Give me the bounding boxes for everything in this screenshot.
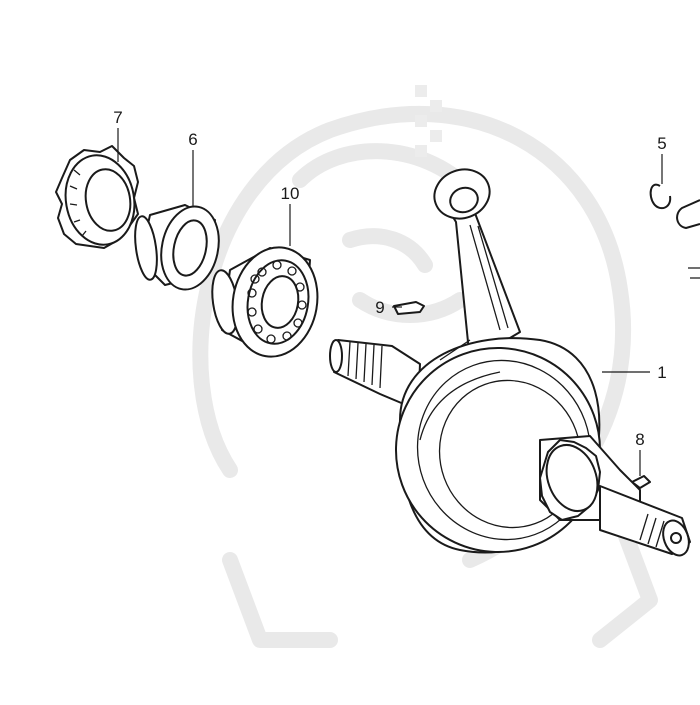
- woodruff-key-part[interactable]: [393, 301, 425, 315]
- bushing-part[interactable]: [132, 201, 226, 295]
- piston-pin-part[interactable]: [676, 199, 700, 279]
- ball-bearing-part[interactable]: [209, 241, 326, 364]
- callout-10: 10: [281, 184, 300, 203]
- callout-9: 9: [375, 298, 384, 317]
- callout-8: 8: [635, 430, 644, 449]
- callout-1: 1: [657, 363, 666, 382]
- callout-labels: 7 6 10 5 9 1 8: [113, 108, 666, 449]
- circlip-part[interactable]: [649, 183, 672, 210]
- callout-5: 5: [657, 134, 666, 153]
- callout-6: 6: [188, 130, 197, 149]
- watermark-mascot: [192, 85, 658, 648]
- leader-lines: [117, 128, 663, 476]
- crankshaft-part[interactable]: [329, 162, 693, 581]
- gear-part[interactable]: [55, 145, 141, 250]
- callout-7: 7: [113, 108, 122, 127]
